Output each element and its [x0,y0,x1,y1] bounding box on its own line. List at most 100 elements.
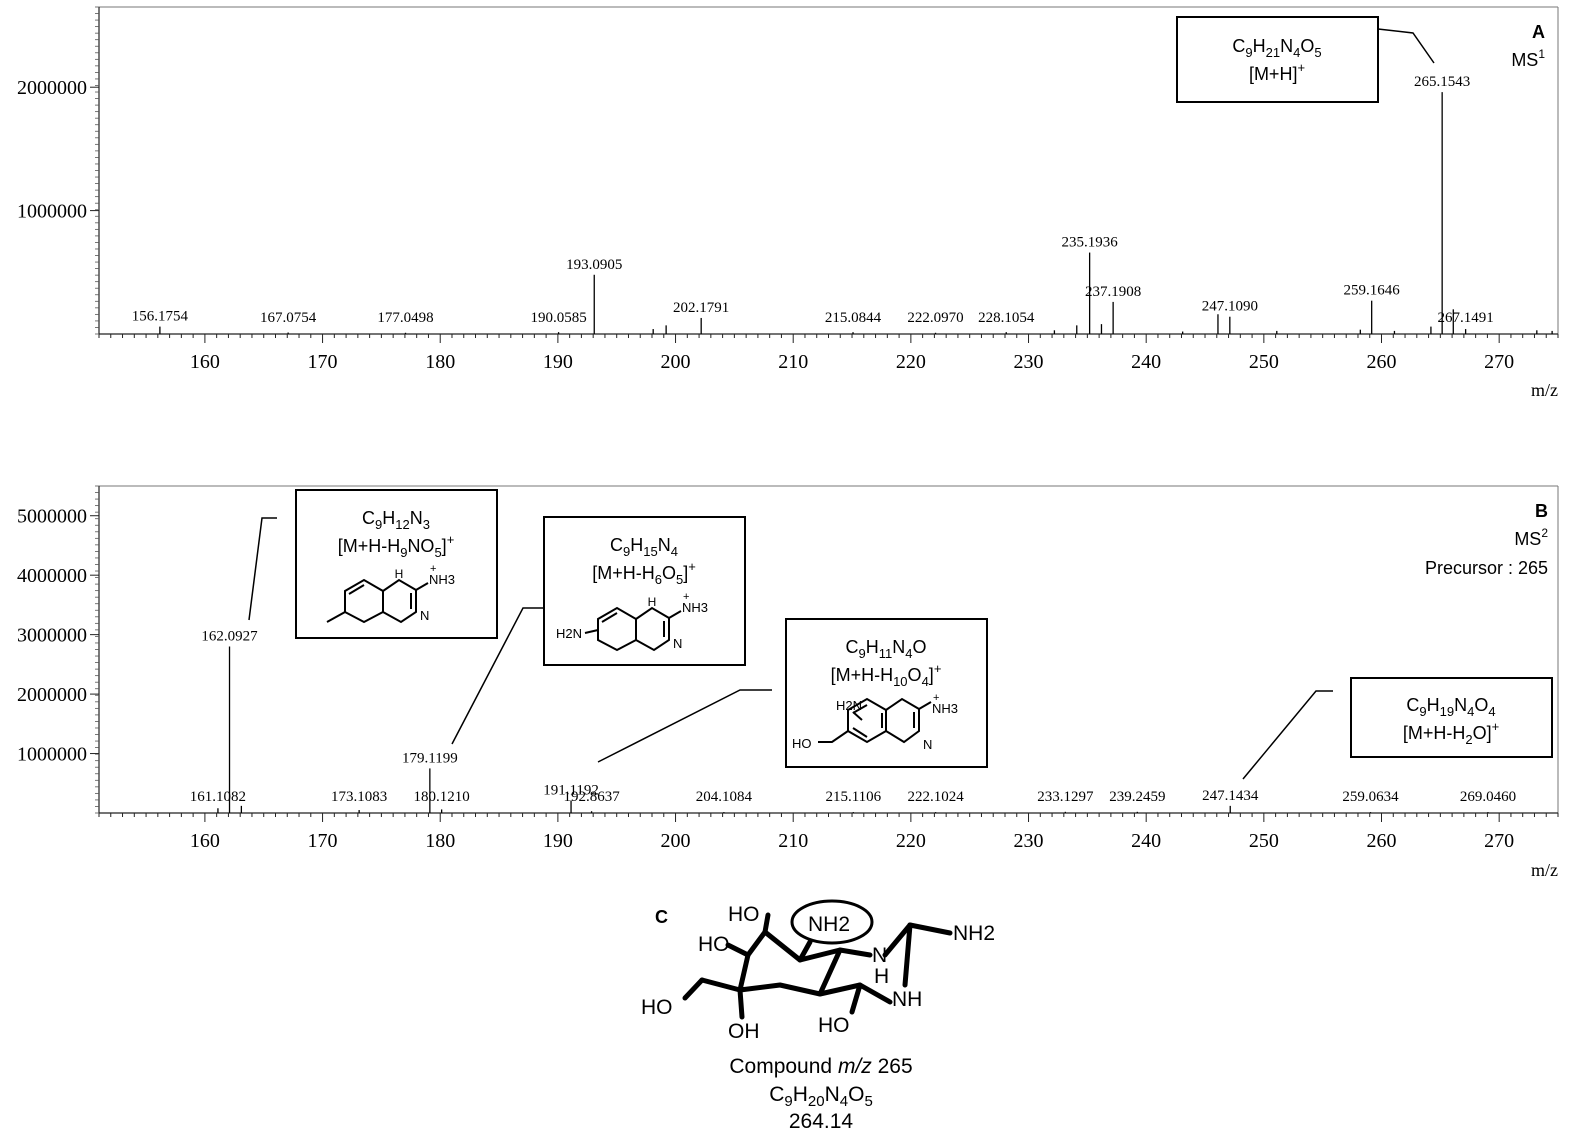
x-tick-label: 270 [1484,351,1514,373]
y-tick-label: 3000000 [17,625,87,647]
panel-a-annotation-formula: C9H21N4O5 [1232,36,1321,60]
box-2-nh: H [648,595,657,609]
peak-label: 179.1199 [402,750,458,766]
atom-nh2-circled: NH2 [808,913,850,936]
x-tick-label: 190 [543,830,573,852]
x-tick-label: 210 [778,351,808,373]
x-tick-label: 230 [1014,351,1044,373]
panel-b-leader-line-3 [597,689,772,763]
x-tick-label: 220 [896,351,926,373]
panel-b-leader-line-2 [451,607,544,745]
x-tick-label: 250 [1249,830,1279,852]
y-tick-label: 2000000 [17,684,87,706]
x-tick-label: 260 [1367,830,1397,852]
x-tick-label: 260 [1367,351,1397,373]
panel-b-plot-frame [98,485,1559,814]
x-tick-label: 240 [1131,351,1161,373]
peak-label: 167.0754 [260,310,317,326]
box-4-ion: [M+H-H2O]+ [1403,719,1499,747]
box-1-n: N [420,608,429,623]
box-3-ho: HO [792,736,812,751]
box-3-charge: + [933,692,939,704]
panel-b-leader-line-1 [248,517,277,621]
x-tick-label: 230 [1014,830,1044,852]
peak-label: 269.0460 [1460,789,1516,805]
box-2-ion: [M+H-H6O5]+ [592,559,696,587]
peak-label: 192.8637 [563,789,620,805]
peak-label: 259.1646 [1344,283,1401,299]
panel-a-annotation-ion: [M+H]+ [1249,60,1305,84]
atom-h-ring: H [874,965,889,988]
panel-b-mode: MS2 [1514,526,1548,549]
box-1-charge: + [430,563,436,575]
box-1-formula: C9H12N3 [362,508,430,532]
highlight-circle [790,899,874,945]
box-1-structure [326,578,429,624]
panel-a-label: A [1532,22,1545,42]
peak-label: 162.0927 [201,629,258,645]
atom-ho-left: HO [698,933,730,956]
panel-b-annotation-box-4 [1350,677,1553,758]
peak-label: 202.1791 [673,300,729,316]
peak-label: 190.0585 [530,310,586,326]
x-tick-label: 270 [1484,830,1514,852]
peak-label: 237.1908 [1085,284,1141,300]
panel-c-label: C [655,907,668,927]
atom-oh-bottom-left: OH [728,1020,760,1043]
panel-b-precursor: Precursor : 265 [1425,558,1548,578]
x-tick-label: 200 [661,351,691,373]
panel-a-plot-frame [98,6,1559,335]
box-3-n: N [923,737,932,752]
box-1-ion: [M+H-H9NO5]+ [338,532,455,560]
panel-b-annotation-box-1 [295,489,498,639]
atom-ho-bottom: HO [818,1014,850,1037]
y-tick-label: 2000000 [17,77,87,99]
peak-label: 222.1024 [907,789,964,805]
box-2-n: N [673,636,682,651]
panel-b-peaks: 161.1082162.0927173.1083179.1199180.1210… [190,629,1516,813]
peak-label: 161.1082 [190,789,246,805]
peak-label: 215.1106 [825,789,881,805]
panel-b-annotation-box-3 [785,618,988,768]
panel-a-mode: MS1 [1511,47,1545,70]
peak-label: 247.1090 [1202,299,1258,315]
panel-b-annotation-box-2 [543,516,746,666]
peak-label: 267.1491 [1438,310,1494,326]
x-tick-label: 160 [190,351,220,373]
y-tick-label: 1000000 [17,201,87,223]
peak-label: 247.1434 [1202,788,1259,804]
compound-caption: Compound m/z 265 [729,1055,912,1078]
y-tick-label: 4000000 [17,565,87,587]
peak-label: 239.2459 [1109,789,1165,805]
peak-label: 228.1054 [978,310,1035,326]
x-tick-label: 170 [308,351,338,373]
x-tick-label: 250 [1249,351,1279,373]
box-1-nh3: NH3 [429,572,455,587]
atom-ho-far: HO [641,996,673,1019]
box-3-formula: C9H11N4O [846,637,927,661]
box-3-h2n: H2N [836,698,862,713]
peak-label: 204.1084 [696,789,753,805]
panel-a-leader-line [1377,28,1435,64]
peak-label: 215.0844 [825,310,882,326]
box-1-nh: H [395,567,404,581]
x-tick-label: 160 [190,830,220,852]
peak-label: 235.1936 [1062,235,1119,251]
x-tick-label: 180 [425,830,455,852]
peak-label: 191.1192 [543,783,599,799]
y-tick-label: 5000000 [17,506,87,528]
x-tick-label: 210 [778,830,808,852]
x-tick-label: 170 [308,830,338,852]
peak-label: 156.1754 [132,309,189,325]
x-tick-label: 240 [1131,830,1161,852]
y-tick-label: 1000000 [17,744,87,766]
panel-a-annotation-box [1176,16,1379,103]
atom-n-ring: N [872,944,887,967]
atom-ho-top: HO [728,903,760,926]
peak-label: 173.1083 [331,789,387,805]
box-3-nh3: NH3 [932,701,958,716]
